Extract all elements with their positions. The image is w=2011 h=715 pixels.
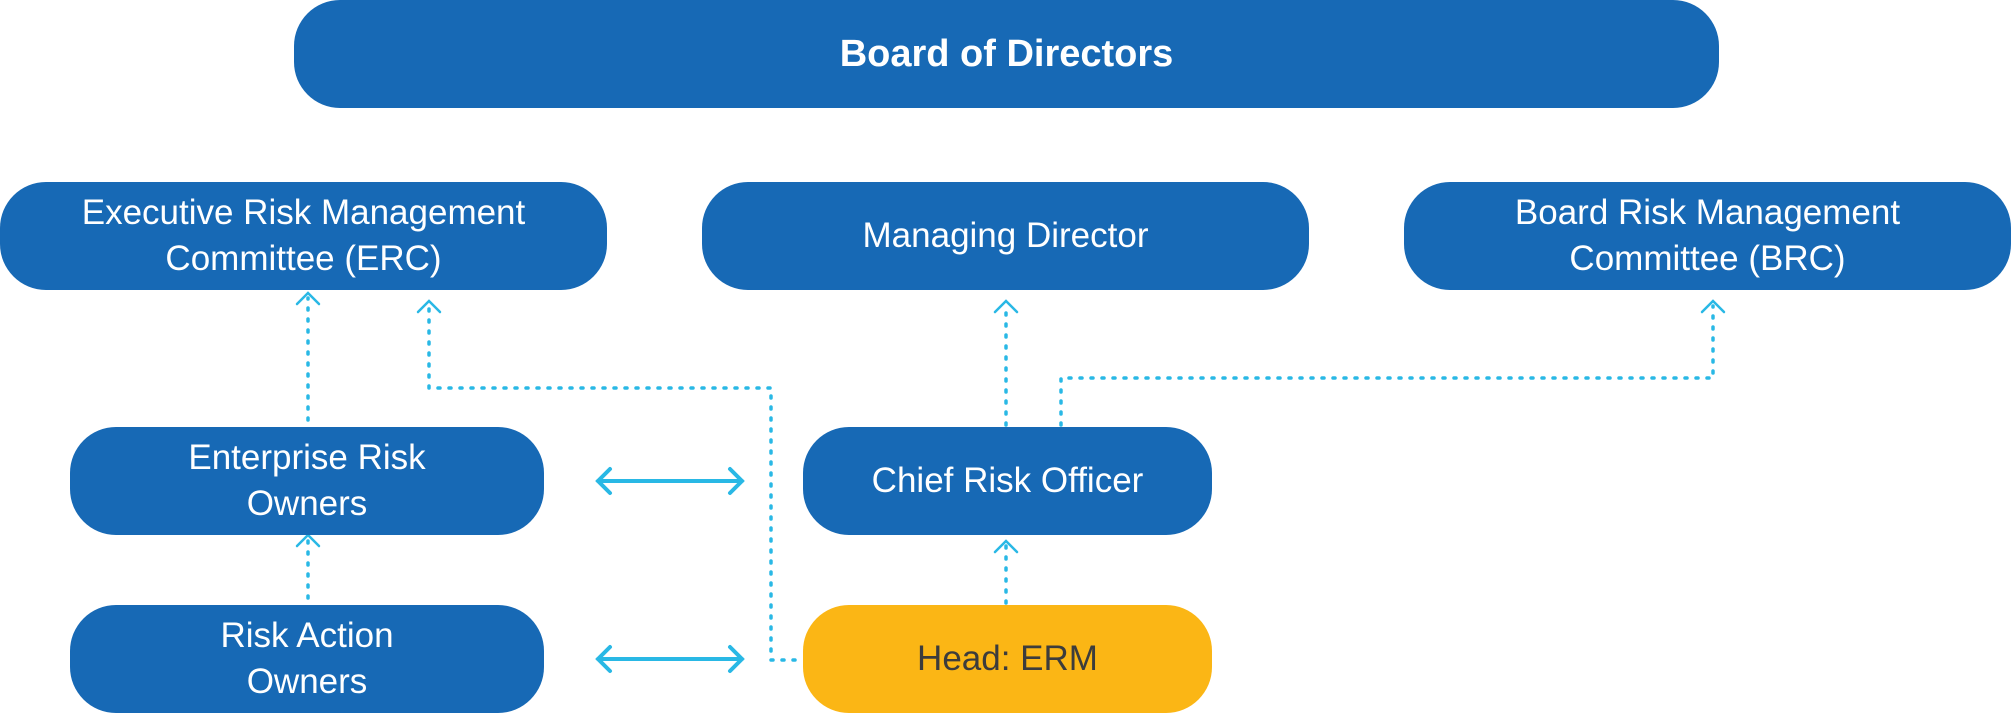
brc-box: Board Risk Management Committee (BRC)	[1404, 182, 2011, 290]
enterprise-risk-owners-label: Enterprise Risk Owners	[188, 438, 426, 523]
connector-cro-to-brc	[1059, 304, 1715, 427]
arrowhead-brc	[1700, 299, 1726, 314]
arrowhead-erc-left	[295, 291, 321, 306]
chief-risk-officer-box: Chief Risk Officer	[803, 427, 1212, 535]
connector-erm-to-erc	[427, 304, 797, 662]
chief-risk-officer-label: Chief Risk Officer	[871, 461, 1144, 500]
head-erm-box: Head: ERM	[803, 605, 1212, 713]
risk-action-owners-box: Risk Action Owners	[70, 605, 544, 713]
arrowhead-cro	[993, 539, 1019, 554]
arrowhead-eros	[295, 533, 321, 548]
brc-label: Board Risk Management Committee (BRC)	[1514, 193, 1901, 278]
head-erm-label: Head: ERM	[917, 639, 1098, 678]
managing-director-box: Managing Director	[702, 182, 1309, 290]
erc-box: Executive Risk Management Committee (ERC…	[0, 182, 607, 290]
board-of-directors-label: Board of Directors	[839, 32, 1174, 75]
enterprise-risk-owners-box: Enterprise Risk Owners	[70, 427, 544, 535]
risk-action-owners-label: Risk Action Owners	[220, 616, 394, 701]
board-of-directors-box: Board of Directors	[294, 0, 1719, 108]
managing-director-label: Managing Director	[862, 216, 1149, 255]
double-arrow-raos-erm	[595, 645, 745, 673]
arrowhead-erc-right	[416, 299, 442, 314]
erc-label: Executive Risk Management Committee (ERC…	[81, 193, 526, 278]
double-arrow-eros-cro	[595, 467, 745, 495]
arrowhead-md	[993, 299, 1019, 314]
